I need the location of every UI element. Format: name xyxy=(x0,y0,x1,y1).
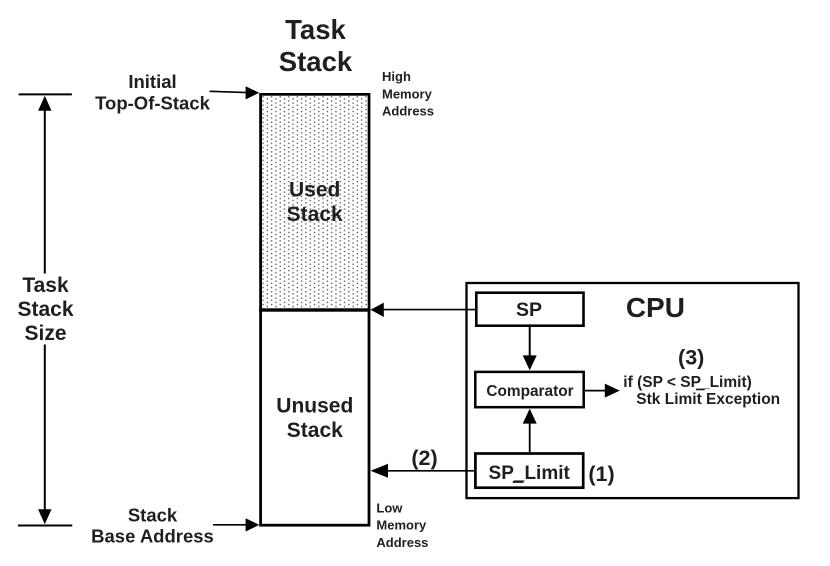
svg-text:Address: Address xyxy=(382,104,434,119)
svg-text:SP_Limit: SP_Limit xyxy=(489,463,571,484)
svg-text:Used: Used xyxy=(289,179,340,202)
svg-text:Stack: Stack xyxy=(287,203,343,226)
svg-text:SP: SP xyxy=(516,299,542,321)
svg-text:Comparator: Comparator xyxy=(486,383,573,400)
svg-text:Stack: Stack xyxy=(287,419,343,442)
svg-text:Memory: Memory xyxy=(376,518,427,533)
svg-text:CPU: CPU xyxy=(626,292,685,323)
svg-text:Stk Limit Exception: Stk Limit Exception xyxy=(636,391,780,408)
svg-text:Stack: Stack xyxy=(279,46,353,77)
svg-text:High: High xyxy=(382,69,411,84)
svg-text:Address: Address xyxy=(376,535,428,550)
svg-text:Size: Size xyxy=(24,322,66,345)
svg-text:Unused: Unused xyxy=(276,395,353,418)
svg-text:Top-Of-Stack: Top-Of-Stack xyxy=(95,93,210,114)
svg-text:Stack: Stack xyxy=(128,504,178,525)
svg-text:Stack: Stack xyxy=(17,298,73,321)
svg-text:Task: Task xyxy=(285,14,346,45)
svg-text:Low: Low xyxy=(376,500,403,515)
svg-text:(1): (1) xyxy=(588,462,614,486)
svg-text:Initial: Initial xyxy=(128,71,176,92)
svg-text:Task: Task xyxy=(22,274,69,297)
svg-text:if (SP < SP_Limit): if (SP < SP_Limit) xyxy=(623,374,751,391)
svg-text:Memory: Memory xyxy=(382,86,433,101)
svg-text:(3): (3) xyxy=(678,345,704,369)
svg-text:(2): (2) xyxy=(411,446,437,470)
svg-text:Base Address: Base Address xyxy=(91,526,214,547)
